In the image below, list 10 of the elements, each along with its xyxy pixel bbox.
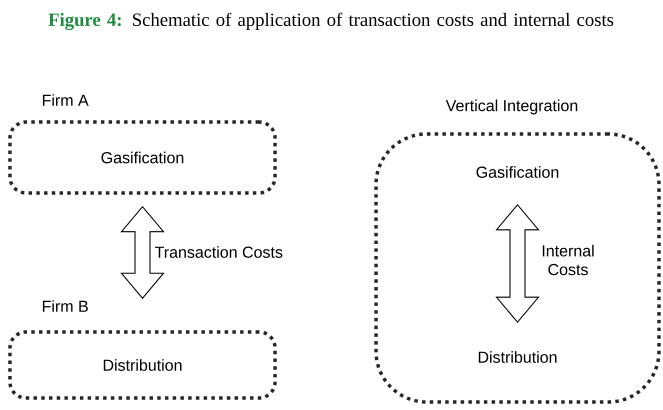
box-heading: Vertical Integration: [446, 100, 578, 114]
figure-caption: Figure 4: Schematic of application of transaction costs and internal costs: [48, 12, 614, 30]
box-heading: Firm A: [42, 94, 89, 106]
edge-label: Internal Costs: [542, 244, 594, 276]
edge-label: Transaction Costs: [154, 246, 282, 258]
dotted-box: Distribution: [8, 330, 277, 400]
stage-label: Gasification: [476, 166, 558, 178]
dotted-box: Gasification: [8, 120, 277, 195]
stage-label: Distribution: [478, 351, 556, 363]
box-heading: Firm B: [42, 300, 88, 312]
